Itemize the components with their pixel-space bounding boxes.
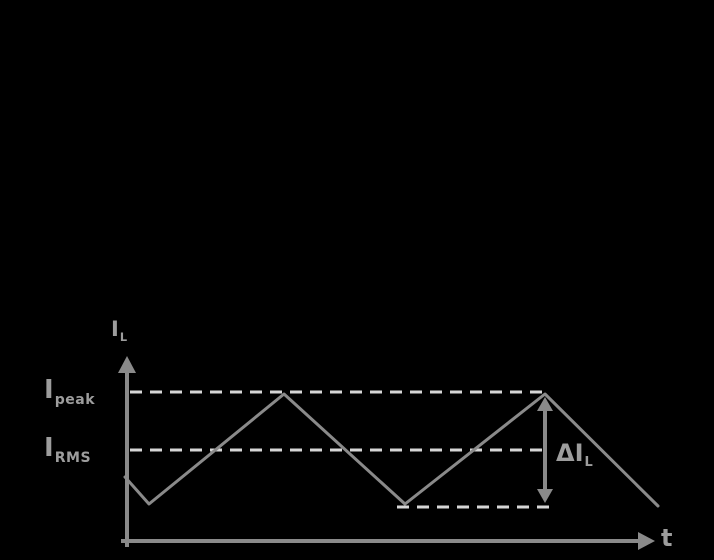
peak-label-sub: peak	[54, 391, 96, 408]
y-axis-label-main: I	[111, 317, 119, 341]
ripple-label-main: ΔI	[556, 439, 584, 467]
peak-level-label: Ipeak	[44, 375, 95, 407]
ripple-current-label: ΔIL	[556, 439, 593, 469]
rms-label-main: I	[44, 433, 54, 463]
y-axis-label-sub: L	[119, 329, 128, 344]
y-axis-label: IL	[111, 317, 128, 343]
rms-level-label: IRMS	[44, 433, 91, 465]
x-axis-label: t	[661, 524, 673, 552]
peak-label-main: I	[44, 375, 54, 405]
ripple-label-sub: L	[584, 455, 594, 471]
rms-label-sub: RMS	[54, 449, 92, 466]
